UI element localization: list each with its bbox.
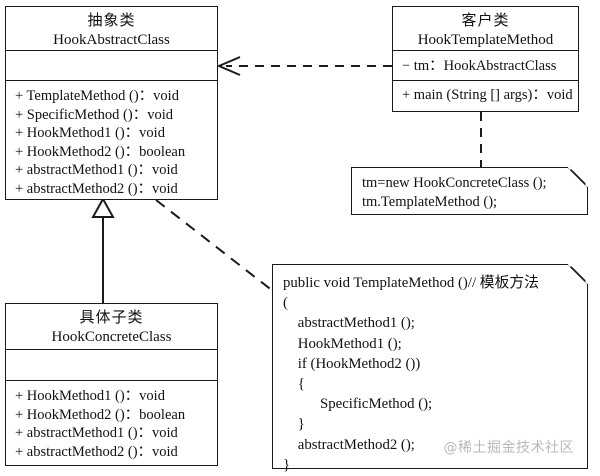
operation-row: + main (String [] args)：void [402,87,573,103]
class-header-abstract: 抽象类 HookAbstractClass [6,7,217,51]
watermark-label: @稀土掘金技术社区 [443,440,574,456]
operation-row: + abstractMethod1 ()：void [15,162,178,179]
note-template-method-code[interactable]: public void TemplateMethod ()// 模板方法 ( a… [272,264,588,473]
class-stereotype-abstract: 抽象类 [87,13,136,29]
class-name-abstract: HookAbstractClass [53,32,170,48]
class-box-abstract[interactable]: 抽象类 HookAbstractClass + TemplateMethod (… [5,6,218,200]
operation-row: + abstractMethod1 ()：void [15,425,178,442]
note-body [351,167,588,215]
operation-row: + HookMethod2 ()：boolean [15,406,186,423]
operation-row: + abstractMethod2 ()：void [15,180,178,197]
dependency-client-to-abstract [216,56,392,76]
class-stereotype-client: 客户类 [461,13,510,29]
generalization-concrete-to-abstract [91,196,115,303]
note-client-instantiation[interactable]: tm=new HookConcreteClass (); tm.Template… [351,167,588,215]
operation-row: + HookMethod1 ()：void [15,388,165,404]
class-operations-concrete: + HookMethod1 ()：void + HookMethod2 ()：b… [6,381,217,465]
class-box-concrete[interactable]: 具体子类 HookConcreteClass + HookMethod1 ()：… [5,303,218,466]
note-code-text: public void TemplateMethod ()// 模板方法 ( a… [283,275,539,473]
class-header-client: 客户类 HookTemplateMethod [393,7,578,51]
class-box-client[interactable]: 客户类 HookTemplateMethod − tm：HookAbstract… [392,6,579,112]
operation-row: + abstractMethod2 ()：void [15,443,178,460]
operation-row: + HookMethod1 ()：void [15,125,165,142]
class-operations-abstract: + TemplateMethod ()：void + SpecificMetho… [6,81,217,203]
class-attributes-concrete [6,350,217,381]
attribute-row: − tm：HookAbstractClass [402,58,557,74]
operation-row: + HookMethod2 ()：boolean [15,143,186,160]
note-body [272,264,588,469]
class-attributes-client: − tm：HookAbstractClass [393,51,578,81]
class-attributes-abstract [6,51,217,81]
note-text: tm=new HookConcreteClass (); tm.Template… [362,175,547,210]
operation-row: + SpecificMethod ()：void [15,106,173,123]
class-name-client: HookTemplateMethod [417,32,554,48]
class-operations-client: + main (String [] args)：void [393,81,578,109]
class-header-concrete: 具体子类 HookConcreteClass [6,304,217,350]
class-stereotype-concrete: 具体子类 [79,310,144,326]
note-fold-corner-icon [568,264,588,284]
class-name-concrete: HookConcreteClass [51,329,172,345]
operation-row: + TemplateMethod ()：void [15,88,179,104]
note-fold-corner-icon [568,167,588,187]
note-anchor-abstract-to-code-note [155,199,279,296]
